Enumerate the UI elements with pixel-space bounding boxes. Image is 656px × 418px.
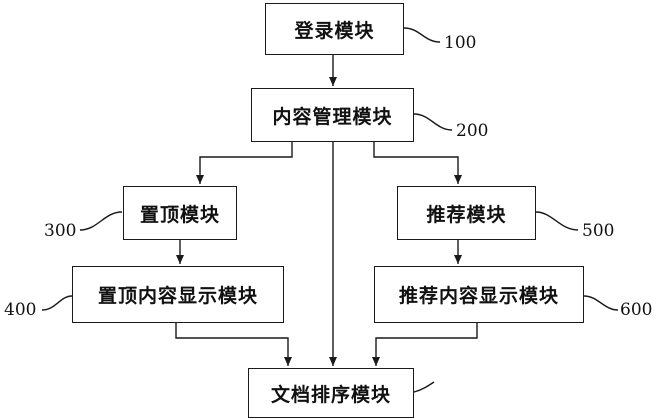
login-module-box: 登录模块 — [265, 3, 404, 55]
recommend-module-label: 推荐模块 — [426, 203, 507, 226]
pin-top-module-label: 置顶模块 — [139, 203, 220, 226]
arrow-pinned-display-to-sorting — [175, 323, 292, 366]
leader-100 — [403, 27, 441, 43]
leader-400 — [41, 295, 73, 311]
connectors-layer — [41, 27, 619, 393]
ref-label-100: 100 — [444, 33, 477, 53]
ref-label-500: 500 — [582, 221, 615, 241]
recommended-content-display-module-box: 推荐内容显示模块 — [374, 266, 584, 323]
ref-label-200: 200 — [456, 121, 489, 141]
leader-sorting — [413, 381, 435, 393]
recommended-content-display-module-label: 推荐内容显示模块 — [398, 285, 559, 307]
document-sorting-module-box: 文档排序模块 — [248, 368, 414, 418]
arrow-content-to-pin-top — [196, 142, 293, 184]
arrow-recommended-display-to-sorting — [372, 323, 478, 366]
login-module-label: 登录模块 — [294, 19, 375, 42]
leader-500 — [535, 211, 579, 231]
leader-600 — [583, 295, 619, 311]
ref-label-400: 400 — [4, 300, 37, 320]
document-sorting-module-label: 文档排序模块 — [270, 384, 391, 406]
content-management-module-box: 内容管理模块 — [251, 88, 414, 142]
ref-label-600: 600 — [620, 300, 653, 320]
recommend-module-box: 推荐模块 — [397, 186, 536, 240]
pinned-content-display-module-box: 置顶内容显示模块 — [72, 266, 284, 323]
leader-200 — [413, 113, 453, 131]
leader-300 — [79, 211, 123, 231]
ref-label-300: 300 — [44, 221, 77, 241]
pin-top-module-box: 置顶模块 — [123, 186, 237, 240]
content-management-module-label: 内容管理模块 — [272, 105, 393, 128]
pinned-content-display-module-label: 置顶内容显示模块 — [97, 285, 258, 307]
arrow-content-to-recommend — [373, 142, 462, 184]
